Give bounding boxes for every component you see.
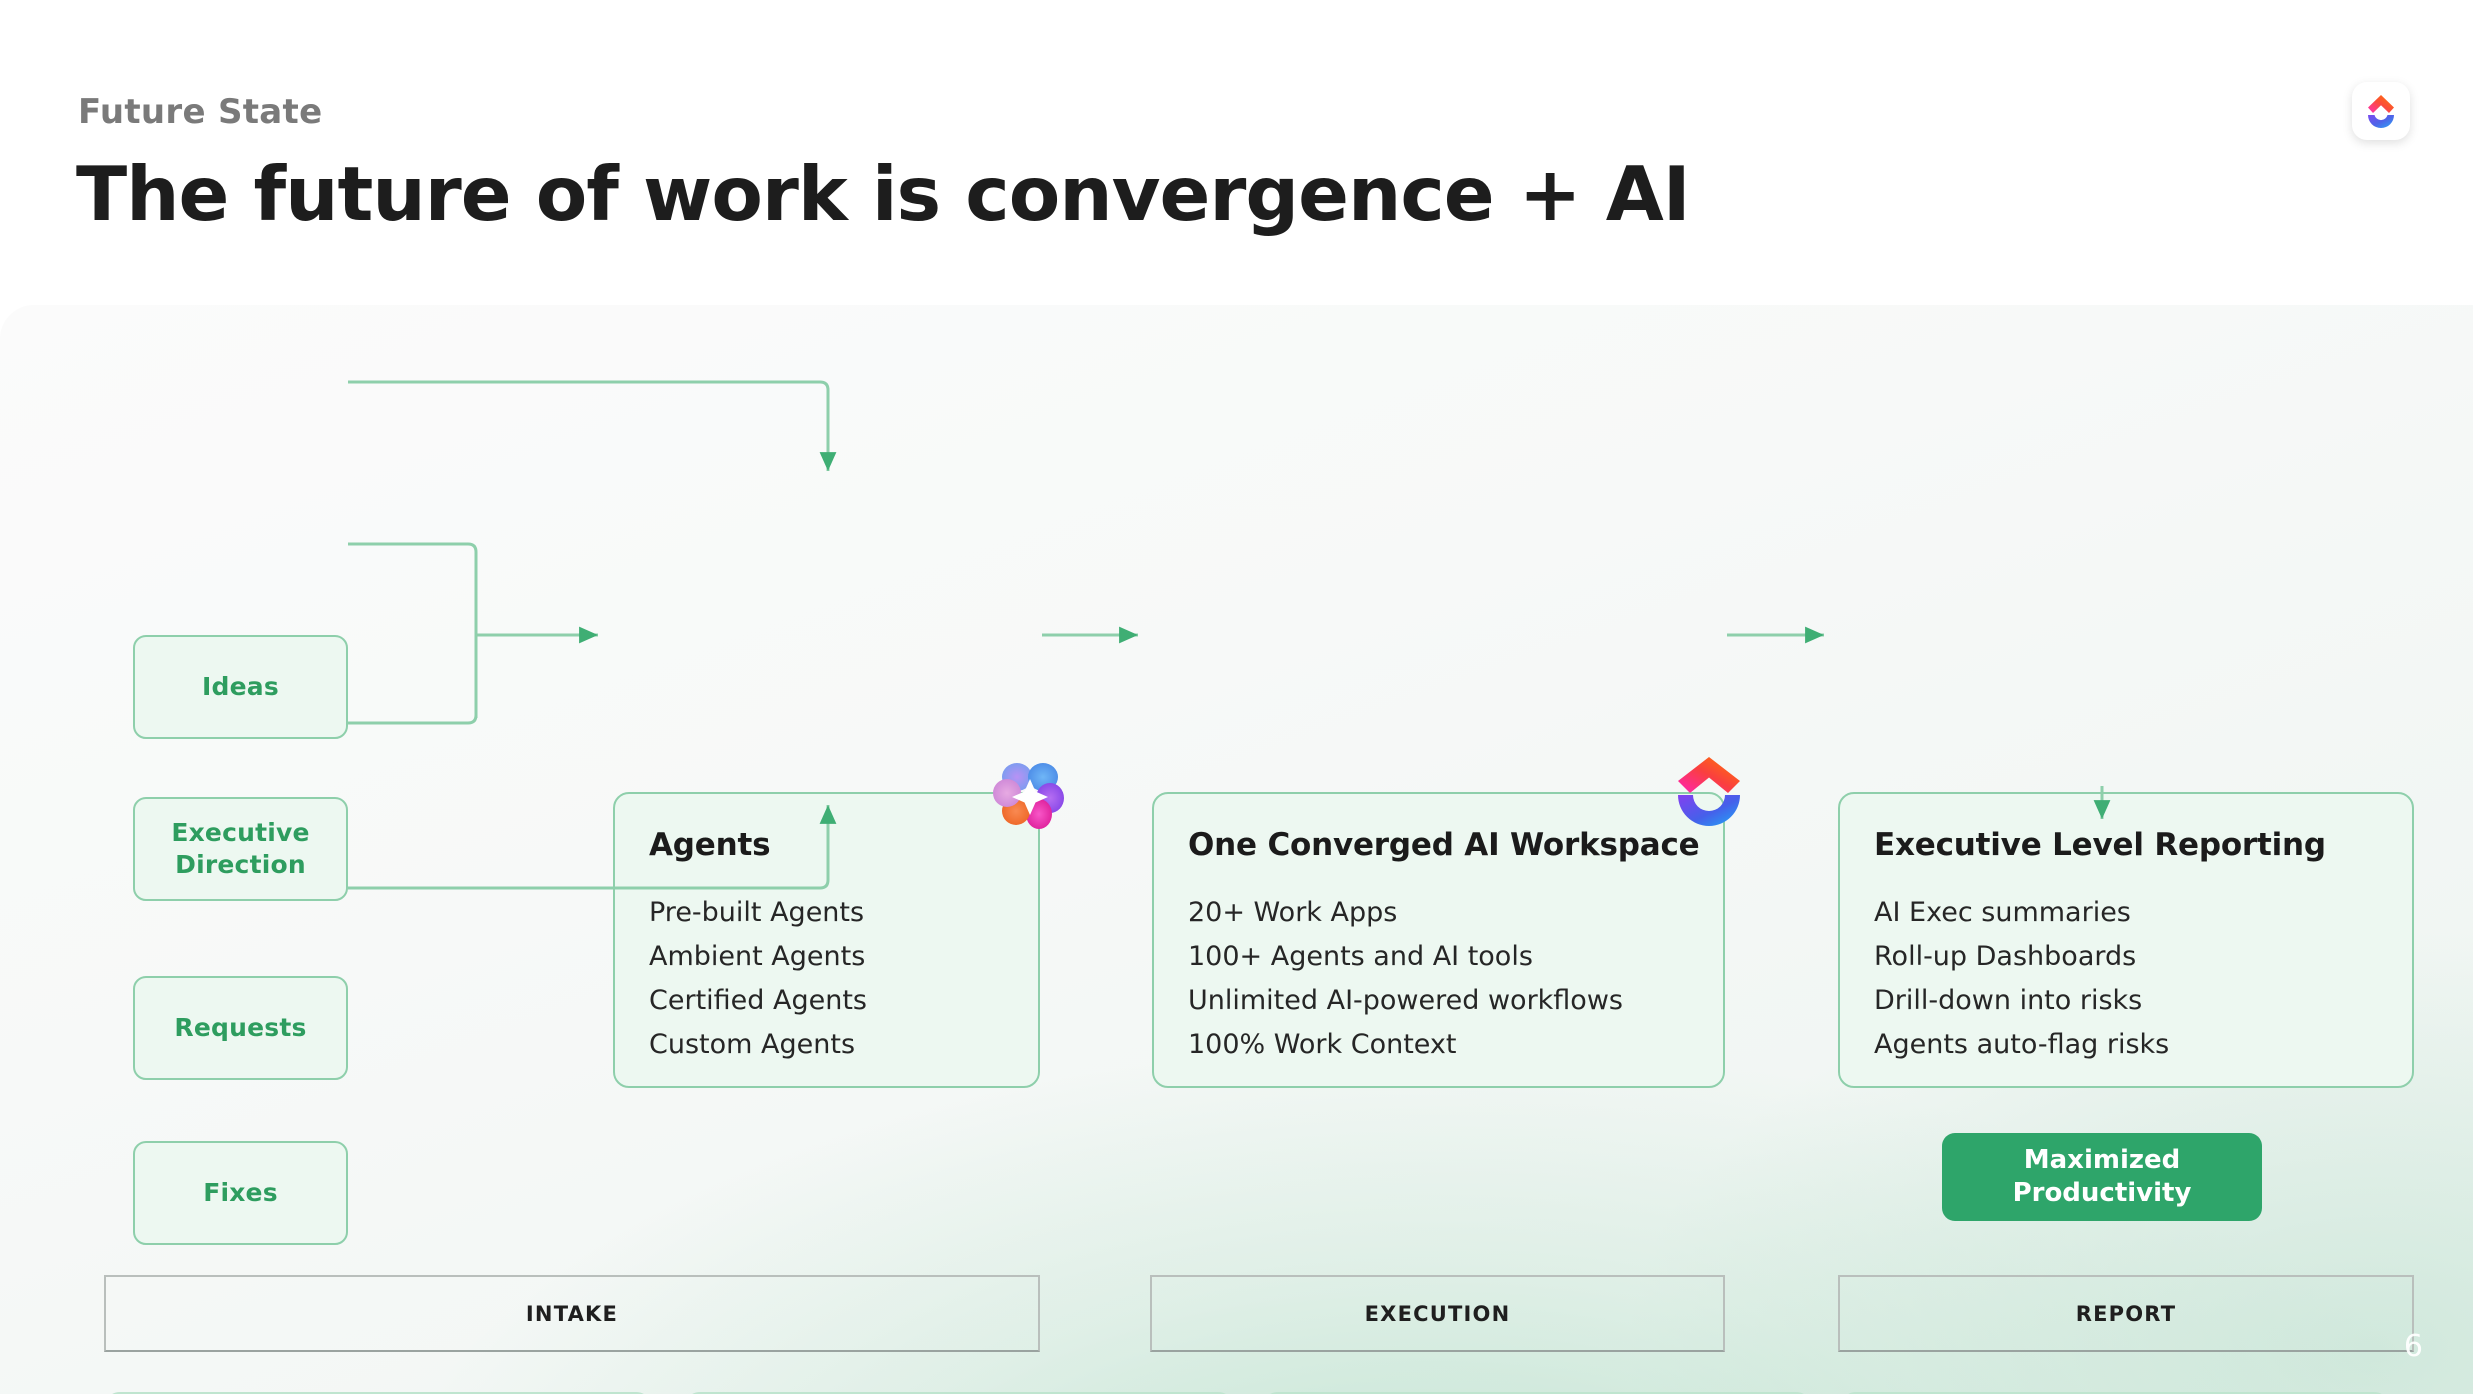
- outcome-chip-line1: Maximized: [2023, 1144, 2181, 1175]
- stage-item: Pre-built Agents: [649, 897, 865, 928]
- stage-item: Drill-down into risks: [1874, 985, 2143, 1016]
- stage-title: One Converged AI Workspace: [1188, 827, 1700, 863]
- stage-item: Ambient Agents: [649, 941, 866, 972]
- outcome-chip-maximized-productivity[interactable]: Maximized Productivity: [1942, 1133, 2262, 1221]
- phase-label: REPORT: [2075, 1301, 2177, 1326]
- stage-item: 20+ Work Apps: [1188, 897, 1398, 928]
- stage-item-list: 20+ Work Apps 100+ Agents and AI tools U…: [1188, 891, 1689, 1067]
- clickup-logo-icon: [2352, 82, 2410, 140]
- phase-bracket-intake: INTAKE: [104, 1275, 1040, 1352]
- outcome-chip-line2: Productivity: [2012, 1178, 2192, 1208]
- stage-card-agents[interactable]: Agents Pre-built Agents Ambient Agents C…: [613, 792, 1040, 1088]
- phase-label: INTAKE: [525, 1301, 619, 1326]
- slide-header: Future State The future of work is conve…: [0, 0, 2473, 305]
- page-number: 6: [2403, 1329, 2423, 1364]
- stage-title: Agents: [649, 827, 771, 863]
- stage-item: Unlimited AI-powered workflows: [1188, 985, 1623, 1016]
- stage-item-list: Pre-built Agents Ambient Agents Certifie…: [649, 891, 1004, 1067]
- page-title: The future of work is convergence + AI: [76, 150, 1691, 238]
- stage-title: Executive Level Reporting: [1874, 827, 2326, 863]
- input-node-label: Requests: [174, 1013, 307, 1042]
- phase-label: EXECUTION: [1364, 1301, 1511, 1326]
- stage-item: 100% Work Context: [1188, 1029, 1457, 1060]
- clickup-chevron-icon: [1672, 755, 1746, 829]
- stage-item: AI Exec summaries: [1874, 897, 2131, 928]
- phase-bracket-execution: EXECUTION: [1150, 1275, 1725, 1352]
- input-node-label: Executive Direction: [171, 818, 310, 879]
- stage-item: Roll-up Dashboards: [1874, 941, 2137, 972]
- stage-item-list: AI Exec summaries Roll-up Dashboards Dri…: [1874, 891, 2378, 1067]
- input-node-requests[interactable]: Requests: [133, 976, 348, 1080]
- input-node-label: Fixes: [203, 1178, 278, 1207]
- stage-card-executive-reporting[interactable]: Executive Level Reporting AI Exec summar…: [1838, 792, 2414, 1088]
- stage-item: 100+ Agents and AI tools: [1188, 941, 1533, 972]
- input-node-fixes[interactable]: Fixes: [133, 1141, 348, 1245]
- input-node-ideas[interactable]: Ideas: [133, 635, 348, 739]
- stage-item: Custom Agents: [649, 1029, 856, 1060]
- stage-item: Certified Agents: [649, 985, 867, 1016]
- slide-eyebrow: Future State: [78, 92, 323, 132]
- input-node-label: Ideas: [202, 672, 279, 701]
- diagram-canvas: Ideas Executive Direction Requests Fixes…: [0, 305, 2473, 1394]
- stage-card-converged-workspace[interactable]: One Converged AI Workspace 20+ Work Apps…: [1152, 792, 1725, 1088]
- phase-bracket-report: REPORT: [1838, 1275, 2414, 1352]
- input-node-executive-direction[interactable]: Executive Direction: [133, 797, 348, 901]
- stage-item: Agents auto-flag risks: [1874, 1029, 2170, 1060]
- ai-sparkle-flower-icon: [992, 757, 1068, 833]
